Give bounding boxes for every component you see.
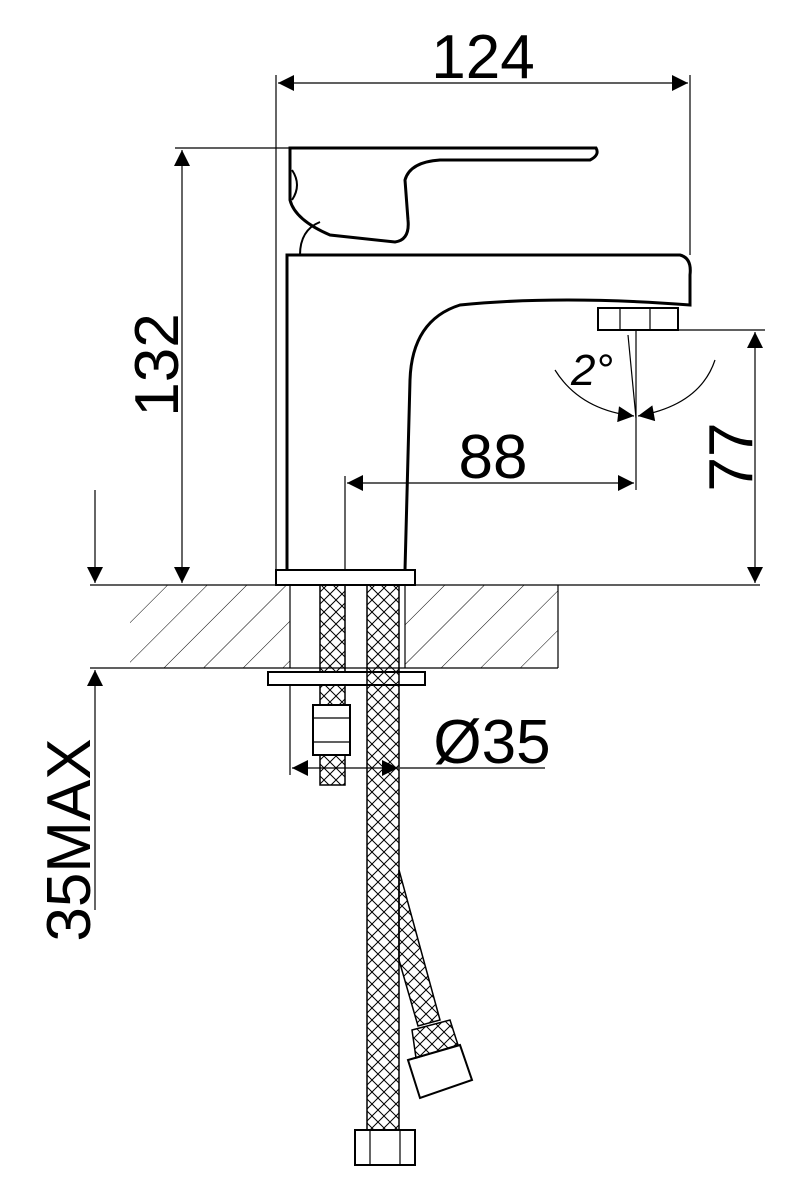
faucet-body bbox=[275, 221, 692, 586]
dimension-label-124: 124 bbox=[431, 23, 534, 92]
dimension-reach: 88 bbox=[344, 330, 637, 570]
dimension-height: 132 bbox=[123, 147, 290, 583]
dimension-spout-height: 77 bbox=[640, 329, 766, 583]
dimension-label-88: 88 bbox=[459, 423, 528, 492]
dimension-label-diameter: Ø35 bbox=[433, 708, 550, 777]
dimension-label-77: 77 bbox=[697, 423, 766, 492]
dimension-label-35max: 35MAX bbox=[35, 738, 104, 941]
dimension-length: 124 bbox=[275, 23, 691, 570]
dimension-hole-diameter: Ø35 bbox=[289, 685, 551, 777]
faucet-handle bbox=[288, 146, 599, 244]
dimension-label-132: 132 bbox=[123, 313, 192, 416]
dimension-angle: 2° bbox=[554, 334, 716, 423]
countertop bbox=[90, 584, 760, 669]
mounting-rod bbox=[267, 584, 426, 786]
supply-hoses bbox=[354, 584, 474, 1166]
dimension-max-thickness: 35MAX bbox=[35, 490, 104, 942]
dimension-label-angle: 2° bbox=[570, 346, 613, 395]
